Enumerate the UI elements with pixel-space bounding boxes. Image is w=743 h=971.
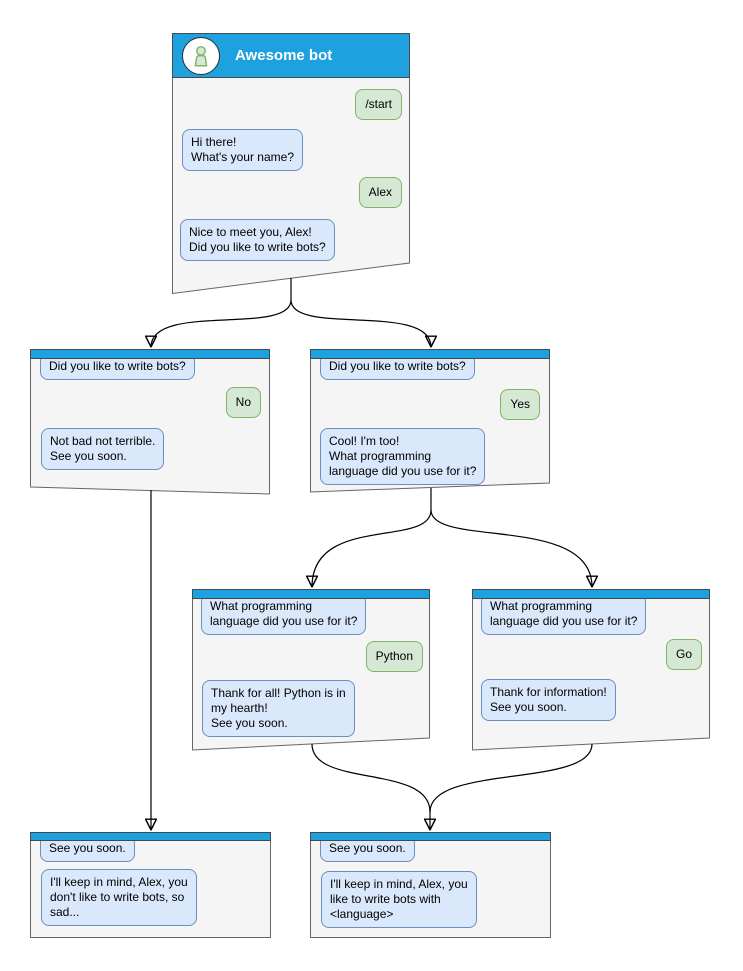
- bot-avatar: [182, 36, 220, 75]
- chat-header: [30, 349, 270, 359]
- user-message: Yes: [500, 389, 540, 420]
- edge-yes-to-python: [312, 509, 432, 587]
- bot-message: Thank for information! See you soon.: [481, 679, 616, 721]
- user-message: Alex: [358, 177, 402, 208]
- user-message: No: [225, 387, 261, 418]
- chat-header: [30, 832, 271, 841]
- chat-header: [192, 589, 430, 599]
- bot-message: Hi there! What's your name?: [182, 129, 304, 171]
- bot-message: I'll keep in mind, Alex, you don't like …: [41, 869, 197, 926]
- bot-message: I'll keep in mind, Alex, you like to wri…: [321, 871, 477, 928]
- user-message: Go: [665, 639, 702, 670]
- chat-header: Awesome bot: [172, 33, 410, 78]
- chat-node-start[interactable]: Awesome bot /start Hi there! What's your…: [172, 33, 410, 294]
- user-message: /start: [355, 89, 402, 120]
- user-message: Python: [365, 641, 423, 672]
- edge-start-to-no: [151, 299, 292, 347]
- edge-start-to-yes: [290, 299, 431, 347]
- chat-node-python[interactable]: What programming language did you use fo…: [192, 589, 430, 751]
- bot-title: Awesome bot: [235, 47, 333, 64]
- chat-node-go[interactable]: What programming language did you use fo…: [472, 589, 710, 751]
- chat-node-end-yes[interactable]: See you soon. I'll keep in mind, Alex, y…: [310, 832, 551, 938]
- person-icon: [194, 45, 208, 66]
- bot-message: Thank for all! Python is in my hearth! S…: [202, 680, 355, 737]
- bot-message: What programming language did you use fo…: [481, 593, 647, 635]
- edge-yes-to-go: [430, 509, 592, 587]
- edge-go-to-endyes: [429, 743, 593, 813]
- chat-node-end-no[interactable]: See you soon. I'll keep in mind, Alex, y…: [30, 832, 271, 938]
- chat-node-no[interactable]: Did you like to write bots? No Not bad n…: [30, 349, 270, 495]
- bot-message: Cool! I'm too! What programming language…: [320, 428, 486, 485]
- bot-message: What programming language did you use fo…: [201, 593, 367, 635]
- edge-python-to-endyes: [311, 743, 431, 813]
- chat-node-yes[interactable]: Did you like to write bots? Yes Cool! I'…: [310, 349, 550, 493]
- chat-header: [310, 349, 550, 359]
- chat-header: [310, 832, 551, 841]
- chat-header: [472, 589, 710, 599]
- bot-message: Nice to meet you, Alex! Did you like to …: [180, 219, 335, 261]
- bot-message: Not bad not terrible. See you soon.: [41, 428, 165, 470]
